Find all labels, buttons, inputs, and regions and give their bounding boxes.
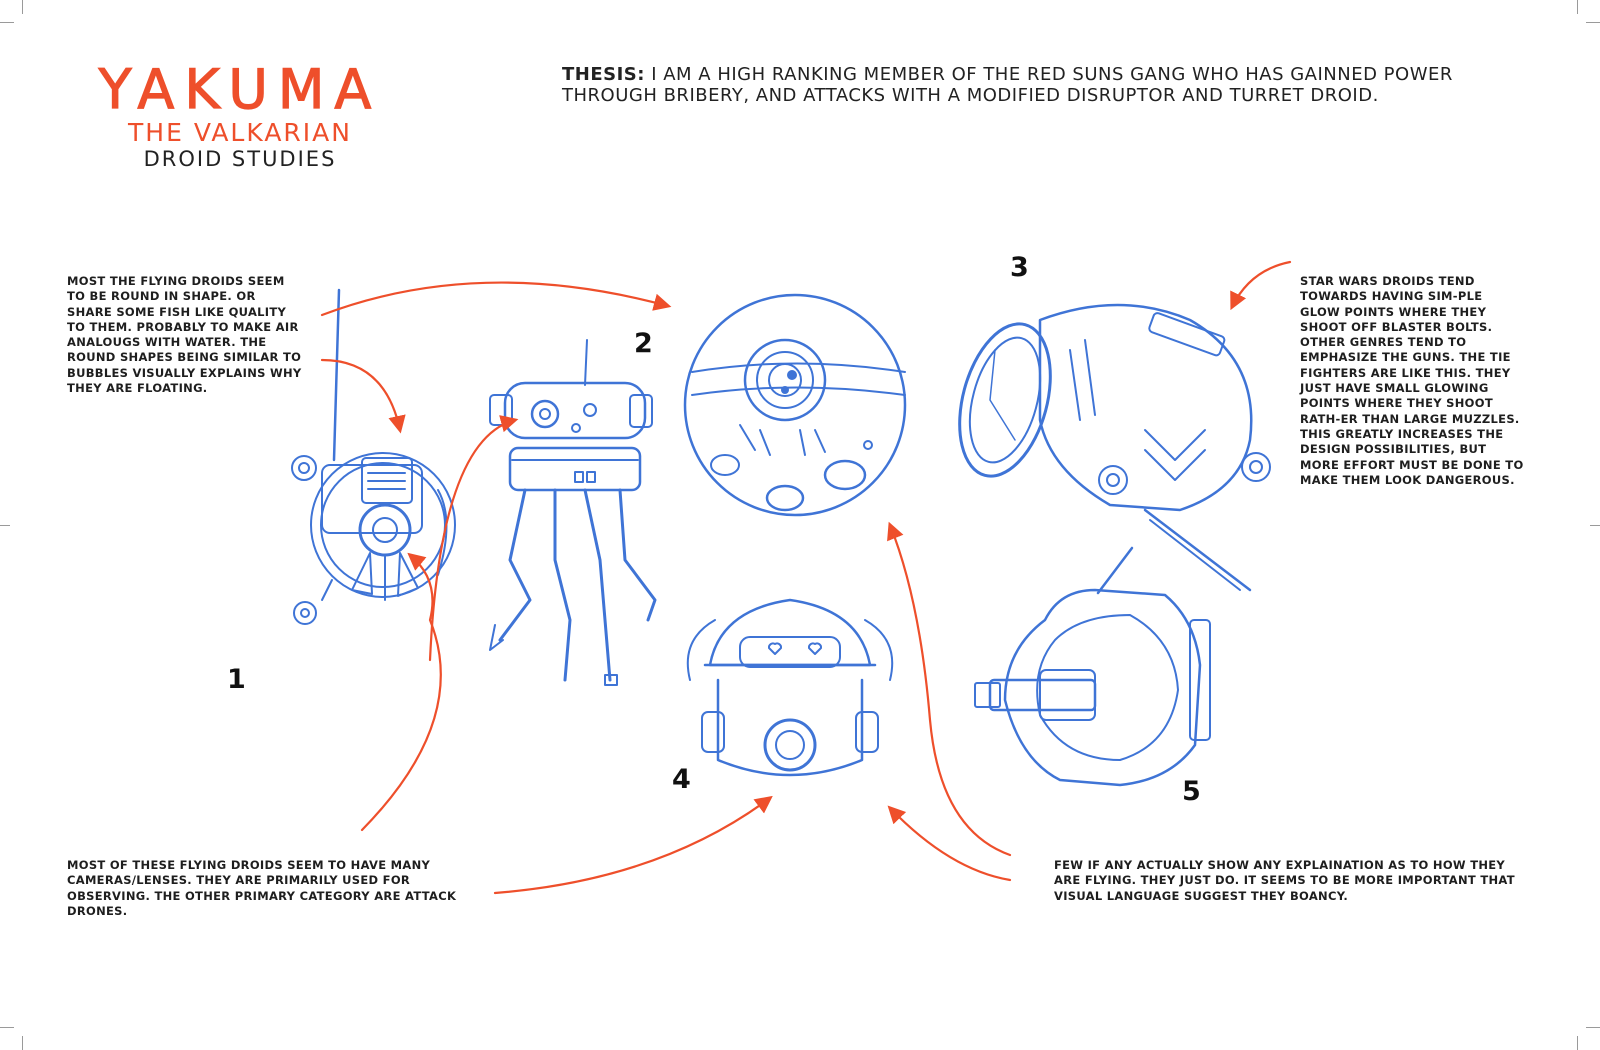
arrow xyxy=(320,358,406,434)
section-title: DROID STUDIES xyxy=(143,147,337,171)
droid-sketch-2 xyxy=(489,339,657,686)
crop-mark xyxy=(0,1027,14,1028)
crop-mark xyxy=(1586,22,1600,23)
arrow xyxy=(887,805,1012,882)
crop-mark xyxy=(1577,1036,1578,1050)
sketch-number-5: 5 xyxy=(1182,776,1201,807)
arrow xyxy=(887,521,1012,857)
note-top-left: MOST THE FLYING DROIDS SEEM TO BE ROUND … xyxy=(67,274,302,396)
arrow xyxy=(493,795,773,895)
sketch-number-2: 2 xyxy=(634,328,653,359)
thesis: THESIS: I AM A HIGH RANKING MEMBER OF TH… xyxy=(562,64,1542,106)
droid-sketch-6 xyxy=(974,546,1211,787)
arrow xyxy=(320,281,672,317)
note-bottom-right: FEW IF ANY ACTUALLY SHOW ANY EXPLAINATIO… xyxy=(1054,858,1515,903)
page-title: YAKUMA xyxy=(98,57,382,121)
crop-mark xyxy=(1590,525,1600,526)
crop-mark xyxy=(1586,1027,1600,1028)
crop-mark xyxy=(0,22,14,23)
thesis-label: THESIS: xyxy=(562,64,645,85)
crop-mark xyxy=(0,525,10,526)
sketch-number-3: 3 xyxy=(1010,252,1029,283)
arrow xyxy=(1230,260,1292,311)
droid-sketch-4 xyxy=(958,303,1271,592)
arrow xyxy=(428,415,519,662)
droid-sketch-5 xyxy=(686,598,894,777)
page-subtitle: THE VALKARIAN xyxy=(128,118,352,147)
crop-mark xyxy=(22,1036,23,1050)
note-bottom-left: MOST OF THESE FLYING DROIDS SEEM TO HAVE… xyxy=(67,858,457,918)
arrow xyxy=(360,552,442,832)
crop-mark xyxy=(1577,0,1578,14)
thesis-text: I AM A HIGH RANKING MEMBER OF THE RED SU… xyxy=(562,64,1453,106)
sketch-number-1: 1 xyxy=(227,664,246,695)
sketch-number-4: 4 xyxy=(672,764,691,795)
crop-mark xyxy=(22,0,23,14)
droid-sketch-3 xyxy=(683,293,907,517)
note-top-right: STAR WARS DROIDS TEND TOWARDS HAVING SIM… xyxy=(1300,274,1524,487)
droid-sketch-1 xyxy=(291,288,456,625)
